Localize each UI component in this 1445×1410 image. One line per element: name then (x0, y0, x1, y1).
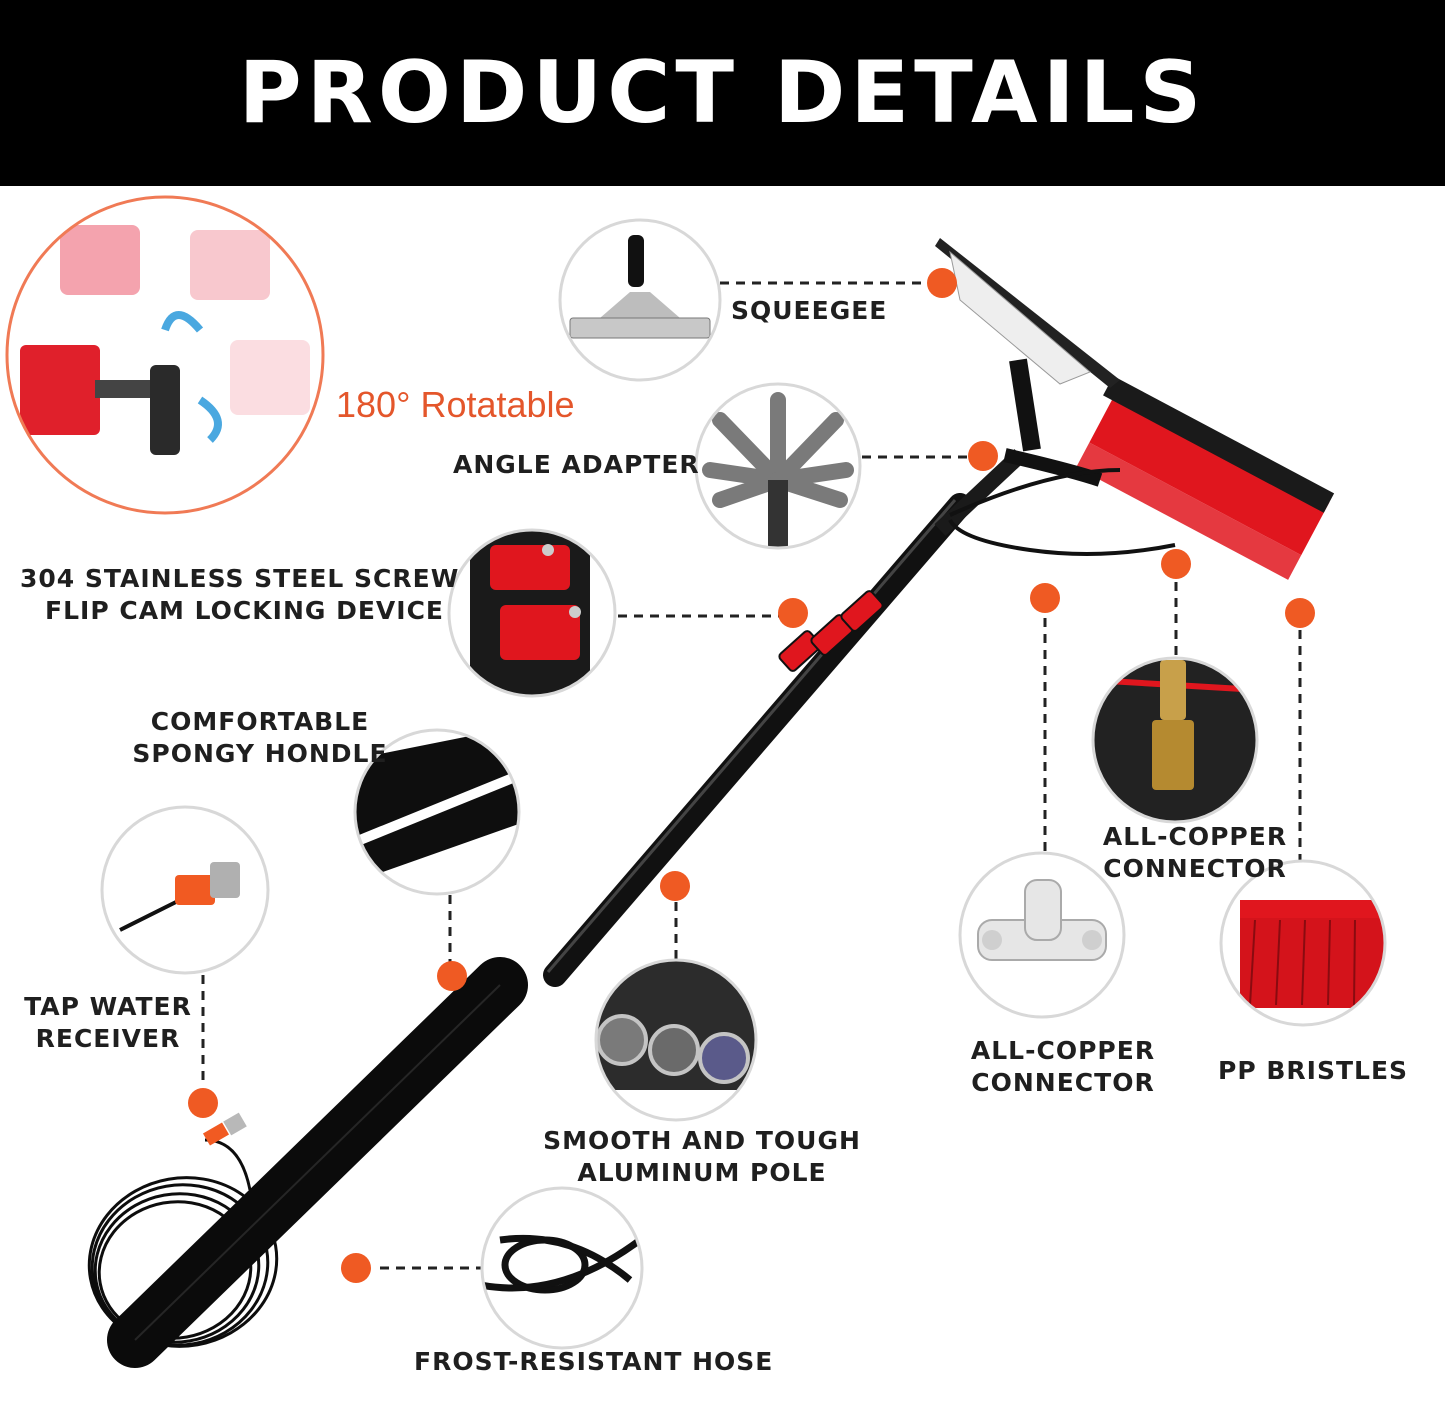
label-squeegee: SQUEEGEE (731, 296, 888, 325)
header-banner: PRODUCT DETAILS (0, 0, 1445, 186)
bristles-illustration (1221, 861, 1385, 1025)
angle-adapter-illustration (696, 384, 860, 548)
squeegee-head (935, 238, 1120, 452)
label-line: ALUMINUM POLE (577, 1158, 827, 1187)
page-title: PRODUCT DETAILS (238, 43, 1207, 143)
rotation-label: 180° Rotatable (336, 384, 575, 425)
tap-connector-small (202, 1112, 247, 1146)
label-line: ALL-COPPER (1102, 822, 1288, 851)
label-locking-device: 304 STAINLESS STEEL SCREW FLIP CAM LOCKI… (20, 563, 460, 627)
pole (543, 449, 1026, 987)
leader-lines (201, 281, 1302, 1270)
locking-device-illustration (449, 530, 615, 696)
label-bristles: PP BRISTLES (1218, 1056, 1409, 1085)
label-line: CONNECTOR (971, 1068, 1155, 1097)
brass-connector-illustration (1093, 658, 1257, 822)
label-tap-receiver: TAP WATER RECEIVER (18, 991, 198, 1055)
label-line: FLIP CAM LOCKING DEVICE (45, 596, 444, 625)
tap-receiver-illustration (102, 807, 268, 973)
label-hose: FROST-RESISTANT HOSE (414, 1347, 774, 1376)
label-line: SMOOTH AND TOUGH (543, 1126, 861, 1155)
label-angle-adapter: ANGLE ADAPTER (453, 450, 700, 479)
label-line: SPONGY HONDLE (132, 739, 388, 768)
handle-illustration (355, 730, 519, 894)
marker-dots (188, 268, 1315, 1283)
label-copper-connector-top: ALL-COPPER CONNECTOR (1100, 821, 1290, 885)
label-handle: COMFORTABLE SPONGY HONDLE (120, 706, 400, 770)
label-line: TAP WATER (24, 992, 192, 1021)
label-line: ALL-COPPER (970, 1036, 1156, 1065)
hose-illustration (482, 1188, 642, 1348)
squeegee-illustration (560, 220, 720, 380)
brush-head (948, 375, 1335, 580)
label-line: 304 STAINLESS STEEL SCREW (20, 564, 460, 593)
rotatable-illustration (7, 197, 323, 513)
cam-locks (778, 590, 884, 672)
tee-connector-illustration (960, 853, 1124, 1017)
label-line: RECEIVER (35, 1024, 181, 1053)
foam-handle (107, 957, 528, 1368)
label-line: CONNECTOR (1103, 854, 1287, 883)
label-aluminum-pole: SMOOTH AND TOUGH ALUMINUM POLE (540, 1125, 864, 1189)
label-line: COMFORTABLE (150, 707, 370, 736)
label-copper-connector-bottom: ALL-COPPER CONNECTOR (968, 1035, 1158, 1099)
